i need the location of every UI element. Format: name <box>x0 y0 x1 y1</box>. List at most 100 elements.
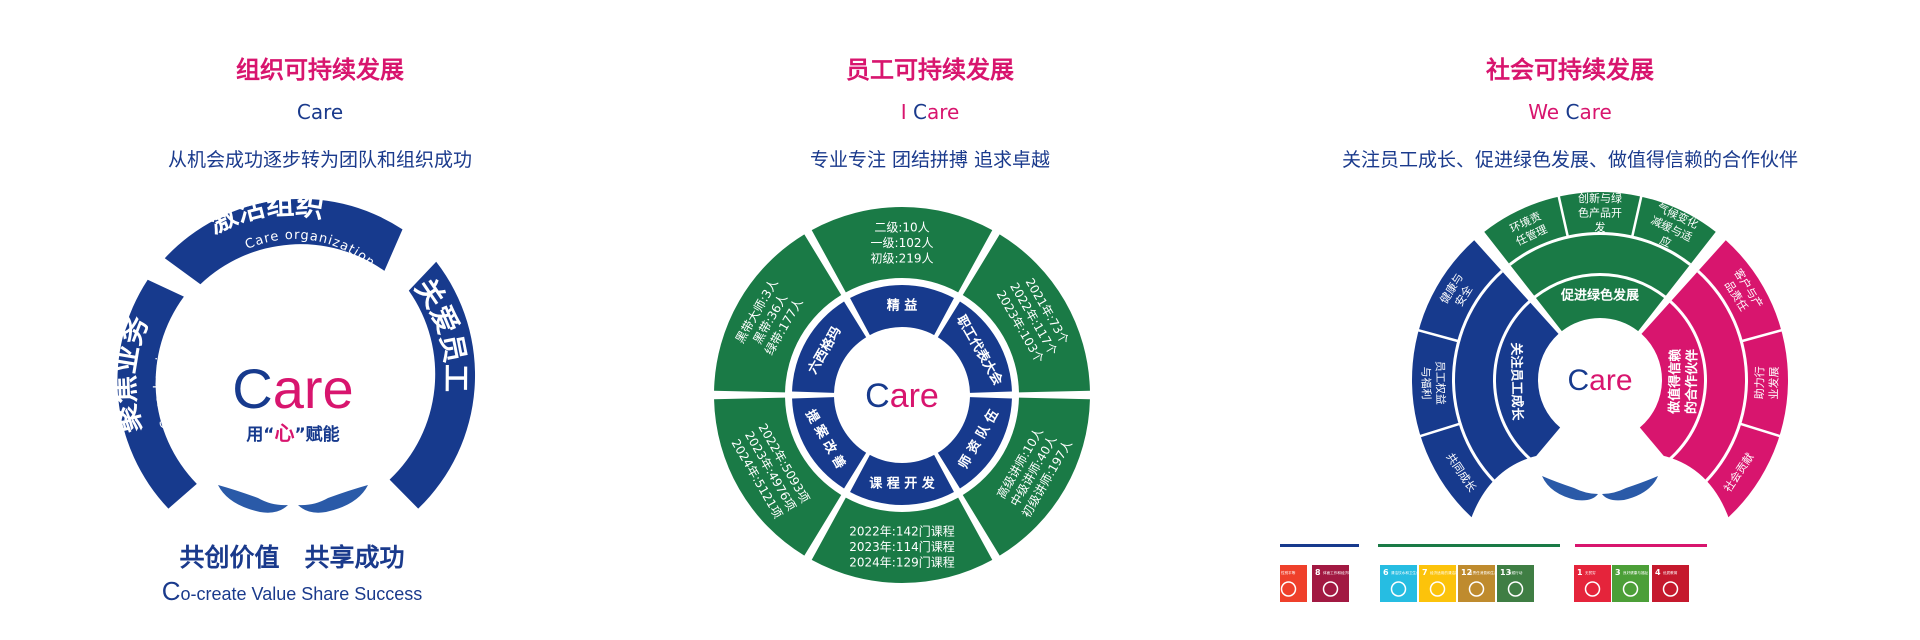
soc-pink-sector <box>1668 240 1788 525</box>
sdg-number: 8 <box>1315 568 1321 577</box>
sdg-label: 良好健康与福祉 <box>1623 570 1649 575</box>
soc-pink-outer-label: 助力行业发展 <box>1752 366 1781 399</box>
sdg-icon <box>1280 581 1297 597</box>
emp-outer-segment <box>714 234 842 393</box>
sdg-number: 7 <box>1422 568 1428 577</box>
emp-outer-segment <box>714 397 842 556</box>
soc-description: 关注员工成长、促进绿色发展、做值得信赖的合作伙伴 <box>1341 149 1798 171</box>
soc-pink-inner-label: 做值得信赖的合作伙伴 <box>1666 349 1700 415</box>
emp-outer-label-line: 2022年:142门课程 <box>849 523 955 538</box>
sdg-icon <box>1322 581 1339 597</box>
emp-inner-segment <box>850 284 954 336</box>
soc-body-cutout <box>1460 445 1740 570</box>
sdg-label: 无贫穷 <box>1585 570 1596 575</box>
org-center-c: C <box>232 357 272 420</box>
emp-inner-segment <box>792 397 867 489</box>
soc-pink-outer-label-line: 业发展 <box>1766 366 1781 399</box>
emp-outer-segment <box>811 207 993 293</box>
sdg-icon <box>1584 581 1601 597</box>
sdg-label: 气候行动 <box>1508 570 1523 575</box>
soc-blue-sector <box>1412 240 1532 525</box>
soc-wheel-diagram: 关注员工成长共同成长员工权益与福利健康与安全促进绿色发展环境责任管理创新与绿色产… <box>1280 191 1788 602</box>
emp-outer-label-line: 二级:10人 <box>874 220 929 234</box>
org-description: 从机会成功逐步转为团队和组织成功 <box>167 149 472 171</box>
emp-outer-label-line: 2024年:129门课程 <box>849 555 955 570</box>
hands-icon <box>1542 476 1658 501</box>
sdg-number: 12 <box>1461 568 1472 577</box>
soc-column: 社会可持续发展 We Care 关注员工成长、促进绿色发展、做值得信赖的合作伙伴… <box>1280 0 1920 640</box>
emp-inner-segment <box>937 301 1012 393</box>
soc-pink-inner-label-line: 的合作伙伴 <box>1683 349 1700 414</box>
soc-pink-inner <box>1639 302 1704 460</box>
soc-blue-inner <box>1496 302 1561 460</box>
sdg-number: 3 <box>1615 568 1621 577</box>
soc-green-inner-label: 促进绿色发展 <box>1560 288 1640 304</box>
sdg-icon <box>1468 581 1485 597</box>
soc-green-sector <box>1484 191 1716 296</box>
soc-pink-inner-label-line: 做值得信赖 <box>1666 349 1683 415</box>
sdg-number: 1 <box>1577 568 1583 577</box>
org-subtitle-c: C <box>296 100 311 124</box>
emp-subtitle: I Care <box>900 100 960 124</box>
emp-description: 专业专注 团结拼搏 追求卓越 <box>809 149 1051 171</box>
emp-inner-label: 课 程 开 发 <box>869 476 936 492</box>
org-segment-organization <box>164 198 403 285</box>
emp-outer-label-line: 2023年:114门课程 <box>849 539 955 554</box>
soc-blue-outer-label-line: 员工权益 <box>1433 361 1448 405</box>
sdg-tile: 5性别平等 <box>1280 565 1307 602</box>
soc-rule-green <box>1378 544 1560 547</box>
emp-outer-segment <box>962 234 1090 393</box>
soc-subtitle: We Care <box>1528 100 1612 124</box>
org-center-care: Care <box>232 357 353 420</box>
sdg-label: 经济适用的清洁能源 <box>1430 570 1463 575</box>
soc-blue-inner-label-line: 关注员工成长 <box>1508 342 1525 421</box>
soc-blue-inner-label: 关注员工成长 <box>1508 342 1525 421</box>
sdg-label: 负责任消费和生产 <box>1469 570 1498 575</box>
emp-inner-segment <box>937 397 1012 489</box>
org-column: 组织可持续发展 Care 从机会成功逐步转为团队和组织成功 聚焦业务 Care … <box>0 0 640 640</box>
org-segment-business <box>117 279 197 509</box>
soc-green-outer-label-line: 发 <box>1595 220 1606 234</box>
emp-inner-label-line: 课 程 开 发 <box>869 476 936 492</box>
sdg-label: 优质教育 <box>1663 570 1678 575</box>
sdg-label: 体面工作和经济增长 <box>1323 570 1356 575</box>
emp-outer-label-line: 初级:219人 <box>871 252 934 266</box>
org-subtitle-rest: are <box>310 100 344 124</box>
emp-outer-label-line: 一级:102人 <box>871 236 934 250</box>
soc-green-outer-label-line: 创新与绿 <box>1578 191 1622 205</box>
sdg-icon <box>1662 581 1679 597</box>
org-segment-individual <box>389 261 476 509</box>
emp-outer-segment <box>962 397 1090 556</box>
soc-green-outer-label-line: 色产品开 <box>1578 206 1622 220</box>
org-subtitle: Care <box>0 100 640 124</box>
soc-pink-outer-label-line: 助力行 <box>1752 366 1767 399</box>
soc-green-inner-label-line: 促进绿色发展 <box>1560 288 1640 304</box>
sdg-number: 13 <box>1500 568 1511 577</box>
sdg-icon <box>1622 581 1639 597</box>
emp-inner-segment <box>792 301 867 393</box>
org-center-tagline: 用“心”赋能 <box>246 421 339 445</box>
soc-center-care: Care <box>1567 364 1632 397</box>
emp-inner-segment <box>850 454 954 505</box>
soc-rule-blue <box>1280 544 1359 547</box>
org-slogan-en: Co-create Value Share Success <box>161 576 423 606</box>
soc-blue-outer-label-line: 与福利 <box>1419 366 1434 399</box>
soc-green-outer-label-line: 应 <box>1658 233 1674 250</box>
org-title: 组织可持续发展 <box>236 56 404 84</box>
soc-title: 社会可持续发展 <box>1486 56 1654 84</box>
emp-outer-segment <box>811 497 993 583</box>
soc-green-inner <box>1535 276 1665 332</box>
emp-inner-label-line: 精 益 <box>887 298 918 314</box>
org-slogan-cn: 共创价值 共享成功 <box>179 543 405 572</box>
sdg-icon <box>1429 581 1446 597</box>
org-center-rest: are <box>273 357 354 420</box>
